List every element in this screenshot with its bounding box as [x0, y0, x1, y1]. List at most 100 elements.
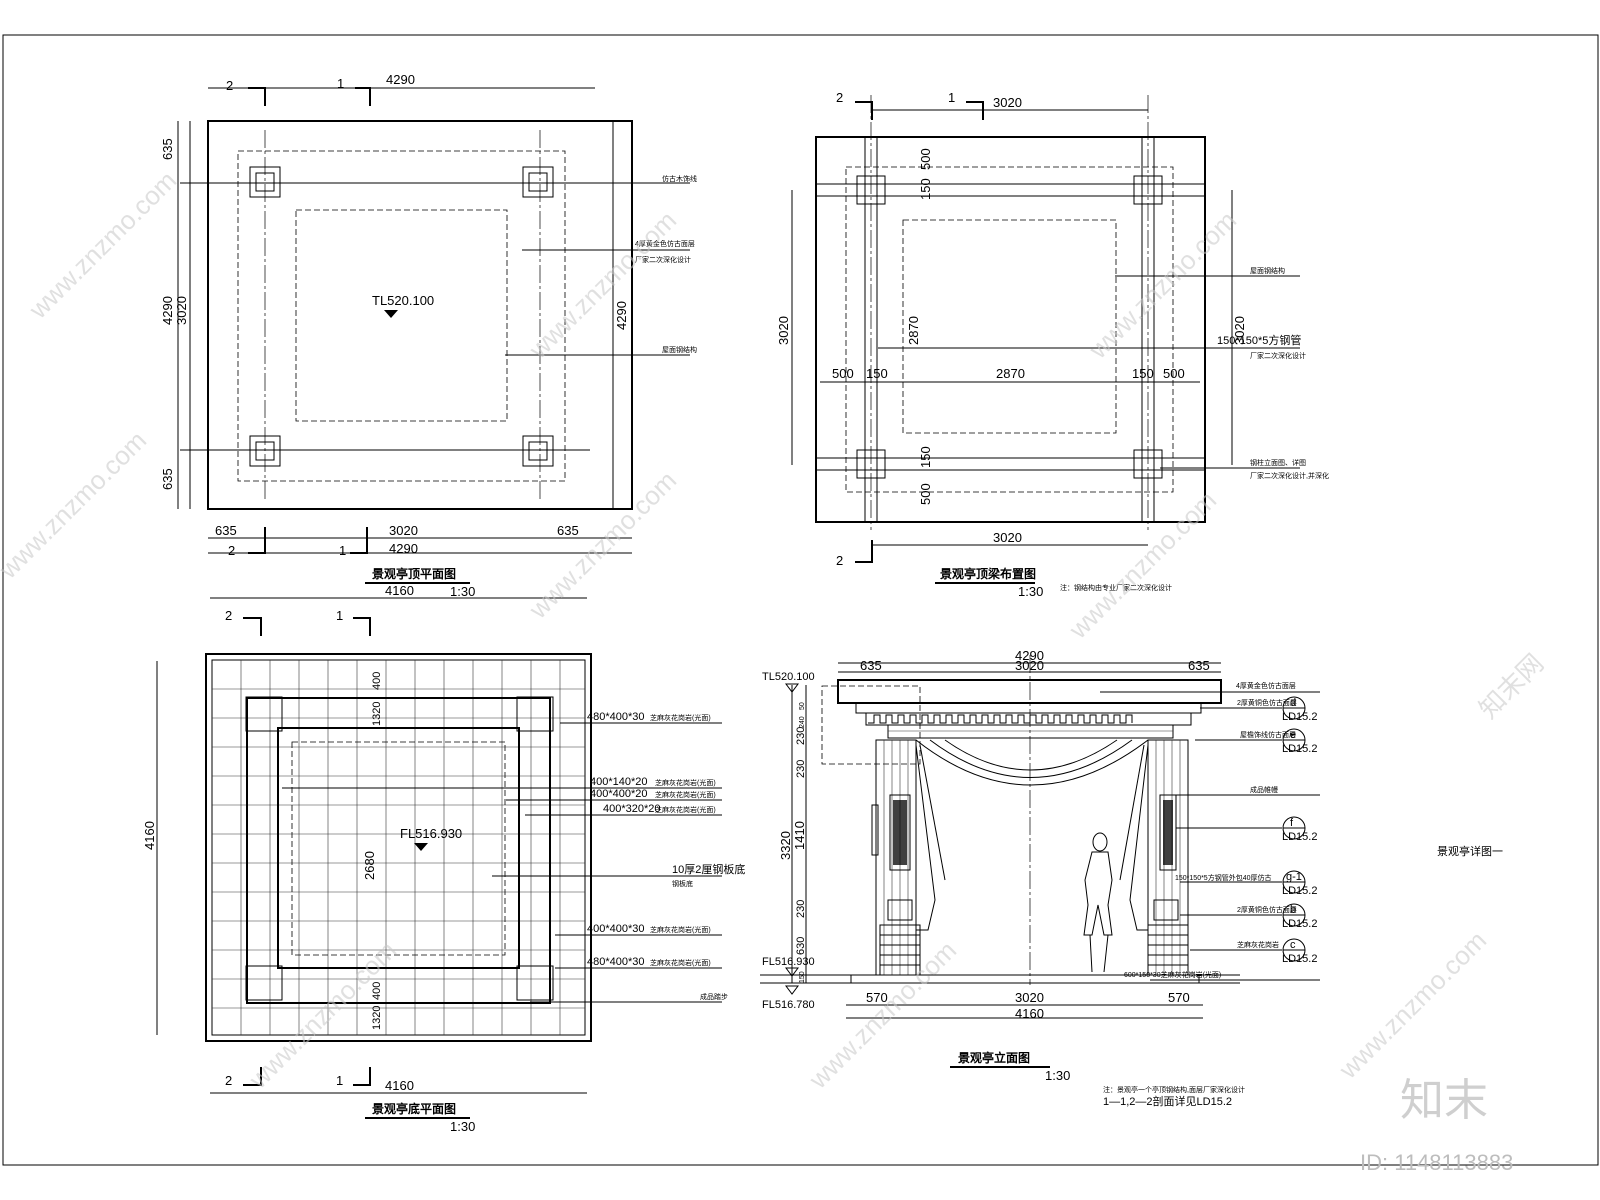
elev-dim-bottom-middle: 3020 [1015, 990, 1044, 1005]
callout-text: 屋檐饰线仿古面层 [1240, 730, 1296, 739]
frame-dim-h-beam-left: 150 [866, 366, 888, 381]
roof-note-3: 厂家二次深化设计 [635, 255, 691, 264]
floor-callout-3: 400*400*20 [590, 788, 648, 800]
roof-plan-scale: 1:30 [450, 584, 475, 599]
roof-sec-1b: 1 [339, 543, 346, 558]
callout-sheet: LD15.2 [1282, 743, 1317, 755]
elev-level-top: TL520.100 [762, 671, 815, 683]
watermark-text: www.znzmo.com [22, 165, 182, 325]
level-marker-icon [785, 683, 799, 693]
elev-level-floor: FL516.930 [762, 956, 815, 968]
sheet-border [2, 34, 1599, 1166]
callout-mark: g-1 [1286, 871, 1302, 883]
floor-note-2: 芝麻灰花岗岩(光面) [655, 778, 716, 787]
floor-note-8: 成品踏步 [700, 992, 728, 1001]
floor-sec-2: 2 [225, 608, 232, 623]
elev-callout-f: f LD15.2 [1176, 816, 1317, 843]
elev-dim-left-7: 630 [795, 937, 807, 955]
roof-dim-left-overall: 4290 [160, 296, 175, 325]
floor-sec-2b: 2 [225, 1073, 232, 1088]
elevation-footnote-2: 1—1,2—2剖面详见LD15.2 [1103, 1094, 1232, 1108]
elev-column-right [1119, 739, 1189, 976]
elev-callout-b: b LD15.2 2厚黄铜色仿古面层 [1180, 903, 1317, 930]
callout-mark: c [1290, 939, 1296, 951]
elev-dim-left-3: 230 [795, 760, 807, 778]
floor-sec-1: 1 [336, 608, 343, 623]
callout-text: 芝麻灰花岗岩 [1237, 940, 1279, 949]
elev-callout-d: d LD15.2 2厚黄铜色仿古面层 [1200, 696, 1317, 723]
elev-dim-bottom-right: 570 [1168, 990, 1190, 1005]
floor-callout-2: 400*140*20 [590, 776, 648, 788]
callout-sheet: LD15.2 [1282, 885, 1317, 897]
floor-callout-7: 480*400*30 [587, 956, 645, 968]
elev-dim-left-6: 230 [795, 900, 807, 918]
roof-inner-panel [295, 209, 508, 422]
image-id: ID: 1148113883 [1360, 1150, 1513, 1175]
watermark-text: www.znzmo.com [802, 935, 962, 1095]
watermark-text: www.znzmo.com [522, 465, 682, 625]
roof-dim-bottom-overall: 4290 [389, 541, 418, 556]
frame-dim-left: 3020 [776, 316, 791, 345]
elev-dim-left-2: 230 [795, 727, 807, 745]
level-marker-icon [414, 843, 428, 851]
elev-top-note: 4厚黄金色仿古面层 [1236, 681, 1296, 690]
floor-note-3: 芝麻灰花岗岩(光面) [655, 790, 716, 799]
elev-callout-e: e LD15.2 屋檐饰线仿古面层 [1195, 728, 1317, 755]
floor-dim-left: 4160 [142, 821, 157, 850]
floor-plan-scale: 1:30 [450, 1119, 475, 1134]
roof-dim-left-bottom: 635 [160, 468, 175, 490]
frame-note-2: 150*150*5方钢管 [1217, 333, 1301, 347]
frame-dim-overhang-top: 500 [918, 148, 933, 170]
roof-plan: 4290 2 1 635 4290 3020 635 4290 635 3020… [160, 72, 697, 599]
frame-dim-h-left: 500 [832, 366, 854, 381]
elev-dim-top-middle: 3020 [1015, 658, 1044, 673]
roof-note-1: 仿古木饰线 [662, 174, 697, 183]
floor-callout-5: 10厚2厘钢板底 [672, 862, 745, 876]
elev-dim-top-right: 635 [1188, 658, 1210, 673]
roof-dim-bottom-right: 635 [557, 523, 579, 538]
column-capitals [249, 166, 554, 467]
frame-sec-2: 2 [836, 90, 843, 105]
frame-note-5: 厂家二次深化设计,并深化 [1250, 471, 1329, 480]
floor-sec-1b: 1 [336, 1073, 343, 1088]
elev-column-left [871, 739, 946, 976]
elev-base-note: 600*150*30芝麻灰花岗岩(光面) [1124, 970, 1221, 979]
frame-dim-beam-bottom: 150 [918, 446, 933, 468]
elev-dim-left-8: 150 [799, 971, 806, 983]
floor-plan: 4160 2 1 4160 2680 400 1320 400 1320 416… [142, 583, 745, 1134]
floor-level: FL516.930 [400, 826, 462, 841]
frame-dim-bottom: 3020 [993, 530, 1022, 545]
callout-mark: e [1290, 729, 1296, 741]
frame-dim-right: 3020 [1232, 316, 1247, 345]
logo-watermark: 知末 [1400, 1075, 1488, 1126]
floor-plan-title: 景观亭底平面图 [372, 1101, 456, 1116]
roof-dim-bottom-middle: 3020 [389, 523, 418, 538]
floor-dim-edge-top2: 1320 [371, 702, 383, 726]
frame-plan-footnote: 注：钢结构由专业厂家二次深化设计 [1060, 583, 1172, 592]
frame-dim-inner: 2870 [906, 316, 921, 345]
floor-base-ring [246, 697, 551, 1004]
roof-dim-left-middle: 3020 [174, 296, 189, 325]
elev-dim-left-5: 1410 [792, 821, 807, 850]
elev-dim-left-4: 3320 [778, 831, 793, 860]
elev-drape-note: 成品帷幔 [1250, 785, 1278, 794]
watermark-brand: 知末网 [1473, 648, 1549, 724]
elev-detail-box [821, 685, 921, 765]
beam-top [815, 183, 1206, 197]
frame-dim-top: 3020 [993, 95, 1022, 110]
callout-mark: b [1290, 904, 1296, 916]
callout-text: 2厚黄铜色仿古面层 [1237, 698, 1297, 707]
floor-inner [277, 727, 520, 969]
roof-dim-right: 4290 [614, 301, 629, 330]
elevation: 4290 635 3020 635 50 240 230 230 3320 14… [760, 648, 1320, 1108]
roof-dim-left-top: 635 [160, 138, 175, 160]
frame-plan: 3020 2 1 3020 2870 500 150 150 500 3020 … [776, 90, 1329, 599]
elev-callout-c: c LD15.2 芝麻灰花岗岩 [1190, 938, 1317, 965]
elev-dim-top-left: 635 [860, 658, 882, 673]
frame-sec-2b: 2 [836, 553, 843, 568]
callout-mark: d [1290, 697, 1296, 709]
callout-sheet: LD15.2 [1282, 918, 1317, 930]
callout-mark: f [1290, 817, 1294, 829]
callout-text: 2厚黄铜色仿古面层 [1237, 905, 1297, 914]
floor-note-7: 芝麻灰花岗岩(光面) [650, 958, 711, 967]
